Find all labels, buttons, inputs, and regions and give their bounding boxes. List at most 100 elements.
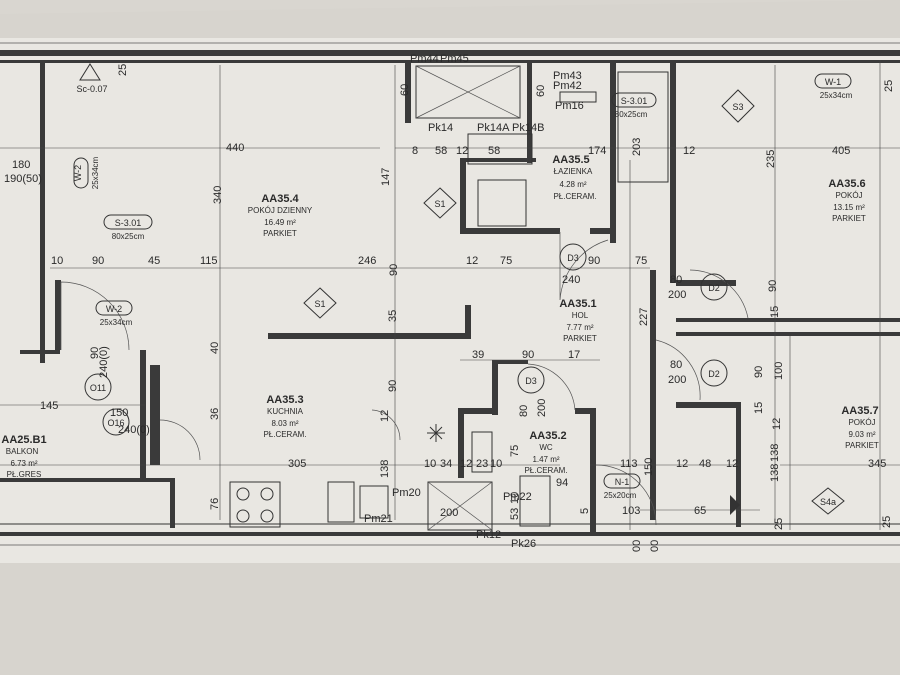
svg-text:174: 174 [588, 145, 606, 157]
svg-text:147: 147 [380, 168, 392, 186]
svg-text:90: 90 [522, 349, 534, 361]
svg-text:POKÓJ DZIENNY: POKÓJ DZIENNY [248, 206, 313, 215]
svg-text:Pm45: Pm45 [440, 53, 469, 65]
svg-text:34: 34 [440, 458, 452, 470]
svg-text:AA35.7: AA35.7 [841, 405, 878, 417]
svg-text:200: 200 [668, 289, 686, 301]
svg-text:60: 60 [535, 85, 547, 97]
svg-text:AA35.4: AA35.4 [261, 193, 299, 205]
svg-text:10: 10 [424, 458, 436, 470]
svg-text:PARKIET: PARKIET [845, 441, 879, 450]
svg-text:WC: WC [539, 443, 553, 452]
marker-s3: S3 [721, 89, 755, 123]
svg-text:103: 103 [622, 505, 640, 517]
marker-d2-upper: D2 [700, 273, 728, 301]
svg-text:405: 405 [832, 145, 850, 157]
svg-text:00: 00 [631, 540, 643, 552]
svg-text:80x25cm: 80x25cm [615, 110, 648, 119]
svg-text:75: 75 [509, 445, 521, 457]
marker-w1: W-1 25x34cm [814, 73, 853, 100]
svg-text:7.77 m²: 7.77 m² [566, 323, 593, 332]
svg-text:115: 115 [200, 255, 218, 267]
svg-text:POKÓJ: POKÓJ [835, 191, 862, 200]
marker-s4a: S4a [811, 487, 845, 515]
svg-text:Pm44: Pm44 [410, 53, 439, 65]
svg-text:340: 340 [212, 186, 224, 204]
svg-text:S3: S3 [732, 102, 743, 112]
svg-text:12: 12 [726, 458, 738, 470]
svg-text:S4a: S4a [820, 497, 836, 507]
marker-sc: Sc-0.07 [76, 63, 108, 94]
svg-text:39: 39 [472, 349, 484, 361]
svg-text:16.49 m²: 16.49 m² [264, 218, 296, 227]
svg-text:90: 90 [388, 264, 400, 276]
svg-text:345: 345 [868, 458, 886, 470]
svg-text:45: 45 [148, 255, 160, 267]
svg-text:246: 246 [358, 255, 376, 267]
svg-text:AA35.5: AA35.5 [552, 154, 589, 166]
svg-text:12: 12 [456, 145, 468, 157]
svg-text:12: 12 [771, 418, 783, 430]
room-label-living: AA35.4 POKÓJ DZIENNY 16.49 m² PARKIET [248, 193, 313, 238]
svg-text:240(0): 240(0) [98, 346, 110, 378]
svg-text:8.03 m²: 8.03 m² [271, 419, 298, 428]
svg-text:76: 76 [209, 498, 221, 510]
svg-text:BALKON: BALKON [6, 447, 39, 456]
room-label-kitchen: AA35.3 KUCHNIA 8.03 m² PŁ.CERAM. [263, 394, 306, 439]
svg-text:75: 75 [635, 255, 647, 267]
svg-text:PARKIET: PARKIET [263, 229, 297, 238]
svg-text:80: 80 [670, 359, 682, 371]
svg-text:AA35.6: AA35.6 [828, 178, 865, 190]
svg-text:Pm43: Pm43 [553, 70, 582, 82]
svg-text:12: 12 [379, 410, 391, 422]
svg-text:90: 90 [753, 366, 765, 378]
svg-text:80: 80 [670, 274, 682, 286]
svg-text:40: 40 [209, 342, 221, 354]
dimension-labels: 25 440 340 147 60 60 8 58 12 58 174 203 … [4, 64, 895, 552]
svg-text:190(50): 190(50) [4, 173, 42, 185]
svg-text:113: 113 [620, 458, 638, 470]
marker-d3-upper: D3 [559, 243, 587, 271]
svg-text:AA35.3: AA35.3 [266, 394, 303, 406]
svg-text:10: 10 [51, 255, 63, 267]
svg-text:D3: D3 [567, 253, 579, 263]
svg-text:150: 150 [643, 458, 655, 476]
plan-area [0, 38, 900, 563]
svg-text:POKÓJ: POKÓJ [848, 418, 875, 427]
marker-n1: N-1 25x20cm [603, 473, 641, 500]
svg-text:PŁ.CERAM.: PŁ.CERAM. [263, 430, 306, 439]
marker-d2-lower: D2 [700, 359, 728, 387]
svg-text:227: 227 [638, 308, 650, 326]
svg-text:25: 25 [881, 516, 893, 528]
interior-walls [0, 63, 900, 533]
svg-text:12: 12 [676, 458, 688, 470]
svg-text:203: 203 [631, 138, 643, 156]
svg-text:W-2: W-2 [73, 165, 83, 181]
svg-text:W-1: W-1 [825, 77, 841, 87]
svg-text:S-3.01: S-3.01 [115, 218, 142, 228]
svg-text:25x34cm: 25x34cm [820, 91, 853, 100]
svg-text:90: 90 [767, 280, 779, 292]
svg-text:12: 12 [460, 458, 472, 470]
svg-text:235: 235 [765, 150, 777, 168]
marker-s301-left: S-3.01 80x25cm [103, 214, 153, 241]
svg-text:12: 12 [466, 255, 478, 267]
svg-text:200: 200 [668, 374, 686, 386]
svg-text:100: 100 [773, 362, 785, 380]
svg-text:58: 58 [435, 145, 447, 157]
svg-text:25: 25 [117, 64, 129, 76]
svg-text:90: 90 [92, 255, 104, 267]
svg-text:00: 00 [649, 540, 661, 552]
svg-text:HOL: HOL [572, 311, 589, 320]
svg-text:138: 138 [769, 444, 781, 462]
svg-text:240(0): 240(0) [118, 424, 150, 436]
room-label-bathroom: AA35.5 ŁAZIENKA 4.28 m² PŁ.CERAM. [552, 154, 596, 201]
outer-walls [0, 42, 900, 546]
marker-s1-upper: S1 [423, 187, 457, 219]
svg-text:O16: O16 [107, 418, 124, 428]
svg-text:O11: O11 [90, 383, 106, 393]
marker-w2-left: W-2 25x34cm [73, 156, 100, 189]
svg-text:90: 90 [387, 380, 399, 392]
svg-text:25: 25 [773, 518, 785, 530]
svg-text:65: 65 [694, 505, 706, 517]
